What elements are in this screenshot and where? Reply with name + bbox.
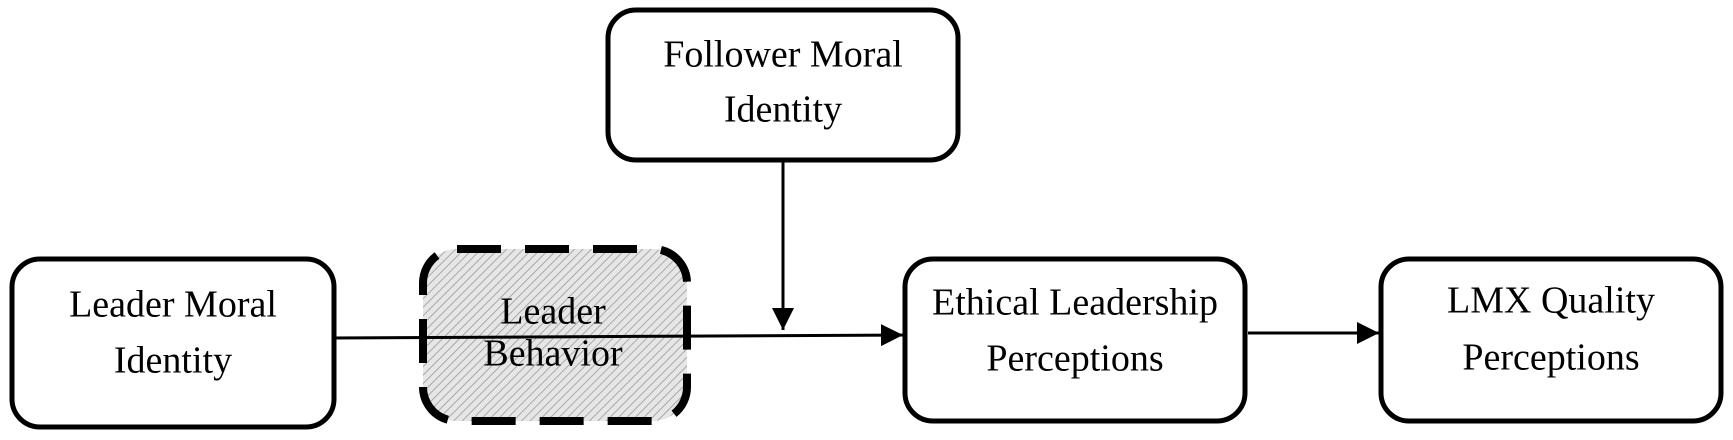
node-leader-behavior-line-2: Behavior [483,333,623,375]
node-follower-moral-identity-line-2: Identity [724,89,842,131]
arrow-leader-moral-identity-to-ethical-leadership [331,324,904,347]
node-ethical-leadership-perceptions: Ethical Leadership Perceptions [902,256,1248,424]
node-lmx-quality-perceptions: LMX Quality Perceptions [1378,256,1724,424]
node-lmx-quality-perceptions-box [1378,256,1724,424]
node-lmx-quality-perceptions-line-2: Perceptions [1462,337,1639,379]
node-leader-moral-identity-line-1: Leader Moral [69,284,277,326]
node-leader-moral-identity-line-2: Identity [114,340,232,382]
node-follower-moral-identity-line-1: Follower Moral [663,34,903,76]
node-follower-moral-identity-box [605,7,961,163]
node-ethical-leadership-perceptions-line-1: Ethical Leadership [932,282,1218,324]
node-lmx-quality-perceptions-line-1: LMX Quality [1447,280,1655,322]
node-ethical-leadership-perceptions-box [902,256,1248,424]
node-leader-behavior-line-1: Leader [500,291,606,333]
node-leader-moral-identity: Leader Moral Identity [9,256,337,430]
node-leader-moral-identity-box [9,256,337,430]
node-ethical-leadership-perceptions-line-2: Perceptions [986,338,1163,380]
node-follower-moral-identity: Follower Moral Identity [605,7,961,163]
